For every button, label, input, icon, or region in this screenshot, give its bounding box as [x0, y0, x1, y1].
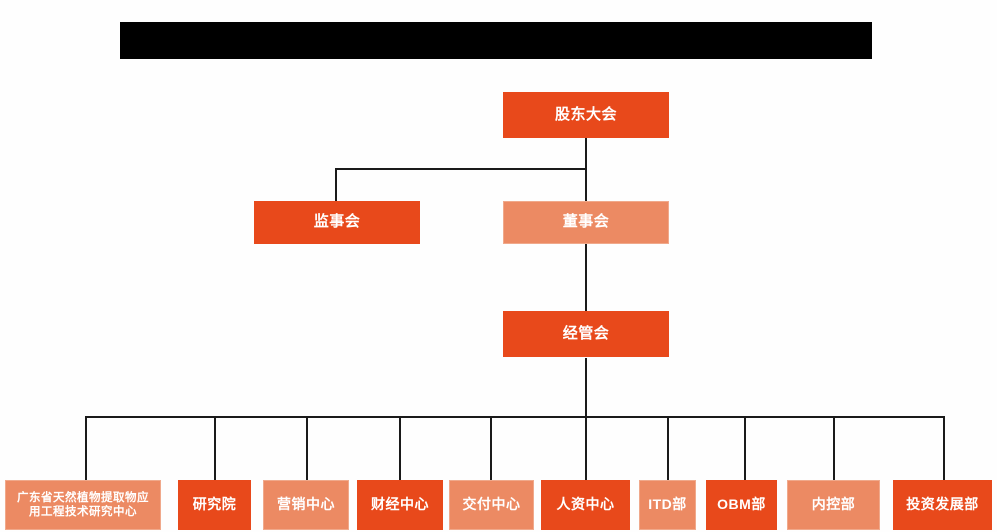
connector-drop-dept-10	[943, 416, 945, 480]
node-dept-guangdong-research-center[interactable]: 广东省天然植物提取物应 用工程技术研究中心	[5, 480, 161, 530]
node-dept-delivery-center[interactable]: 交付中心	[449, 480, 534, 530]
node-dept-internal-control[interactable]: 内控部	[787, 480, 880, 530]
node-board-of-supervisors[interactable]: 监事会	[254, 201, 420, 244]
node-board-of-directors-label: 董事会	[562, 213, 610, 231]
node-dept-investment-development-label: 投资发展部	[906, 496, 979, 513]
node-dept-obm-label: OBM部	[717, 496, 766, 513]
node-management-committee[interactable]: 经管会	[503, 311, 669, 357]
connector-board-to-management	[585, 243, 587, 311]
node-dept-internal-control-label: 内控部	[811, 496, 856, 513]
connector-supervisors-drop	[335, 168, 337, 201]
connector-drop-dept-8	[744, 416, 746, 480]
connector-board-drop	[585, 168, 587, 201]
node-board-of-directors[interactable]: 董事会	[503, 201, 669, 244]
node-dept-finance-center[interactable]: 财经中心	[357, 480, 443, 530]
node-dept-research-institute[interactable]: 研究院	[178, 480, 251, 530]
connector-drop-dept-2	[214, 416, 216, 480]
redacted-title-banner	[120, 22, 872, 59]
connector-departments-bus	[85, 416, 944, 418]
node-dept-hr-center-label: 人资中心	[556, 496, 615, 513]
node-dept-investment-development[interactable]: 投资发展部	[893, 480, 992, 530]
connector-drop-dept-9	[833, 416, 835, 480]
connector-level2-bus	[335, 168, 587, 170]
node-dept-hr-center[interactable]: 人资中心	[541, 480, 630, 530]
connector-drop-dept-6	[585, 416, 587, 480]
node-dept-marketing-center[interactable]: 营销中心	[263, 480, 349, 530]
node-dept-marketing-center-label: 营销中心	[277, 496, 335, 513]
connector-drop-dept-7	[667, 416, 669, 480]
node-dept-itd-label: ITD部	[648, 496, 687, 513]
connector-drop-dept-5	[490, 416, 492, 480]
connector-drop-dept-4	[399, 416, 401, 480]
node-dept-obm[interactable]: OBM部	[706, 480, 777, 530]
connector-drop-dept-3	[306, 416, 308, 480]
node-dept-guangdong-research-center-label-line1: 广东省天然植物提取物应	[17, 491, 149, 504]
node-management-committee-label: 经管会	[562, 324, 610, 342]
connector-drop-dept-1	[85, 416, 87, 480]
connector-management-stem	[585, 358, 587, 418]
node-shareholders-meeting[interactable]: 股东大会	[503, 92, 669, 138]
node-dept-research-institute-label: 研究院	[192, 496, 237, 513]
connector-shareholders-stem	[585, 138, 587, 170]
node-board-of-supervisors-label: 监事会	[313, 213, 361, 231]
node-dept-finance-center-label: 财经中心	[371, 496, 429, 513]
node-shareholders-meeting-label: 股东大会	[554, 105, 617, 123]
node-dept-itd[interactable]: ITD部	[639, 480, 696, 530]
node-dept-guangdong-research-center-label-line2: 用工程技术研究中心	[29, 506, 137, 518]
node-dept-delivery-center-label: 交付中心	[462, 496, 521, 513]
